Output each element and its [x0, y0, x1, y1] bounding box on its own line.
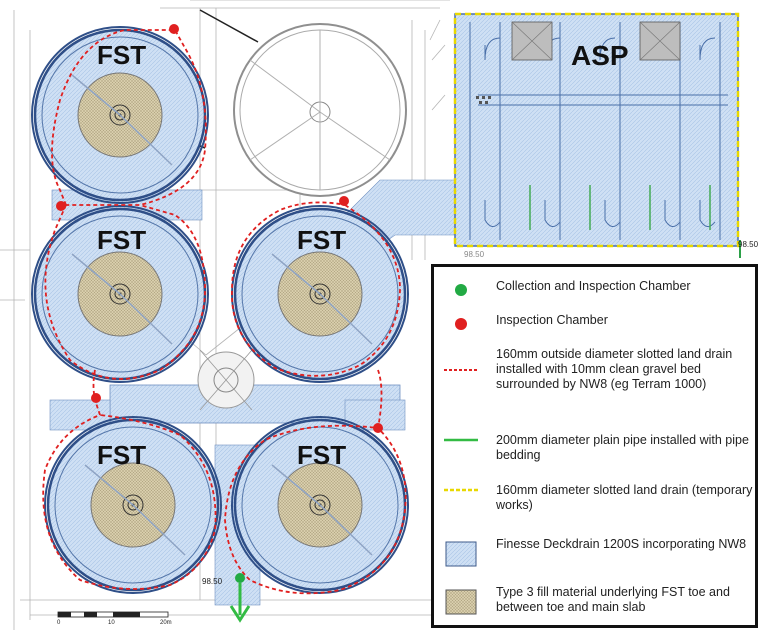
- legend-item-collection-chamber: Collection and Inspection Chamber: [434, 279, 755, 301]
- legend-label: 160mm outside diameter slotted land drai…: [496, 347, 733, 391]
- inspection-chamber-dot: [91, 393, 101, 403]
- clarifier-unhatched: [119, 9, 407, 197]
- inspection-chamber-dot: [373, 423, 383, 433]
- inspection-chamber-dot: [169, 24, 179, 34]
- fst-label-3: FST: [297, 225, 347, 255]
- fst-label-2: FST: [97, 225, 147, 255]
- legend-item-slotted-land-drain: 160mm outside diameter slotted land drai…: [434, 347, 755, 409]
- inspection-chambers: [56, 24, 383, 583]
- legend-item-inspection-chamber: Inspection Chamber: [434, 313, 755, 335]
- legend-label: 200mm diameter plain pipe installed with…: [496, 433, 749, 462]
- legend-label: Inspection Chamber: [496, 313, 608, 327]
- legend-item-deckdrain: Finesse Deckdrain 1200S incorporating NW…: [434, 537, 755, 569]
- legend: Collection and Inspection Chamber Inspec…: [431, 264, 758, 628]
- fst-tank-4: [44, 416, 222, 594]
- asp-tank: [453, 12, 741, 258]
- yellow-dashed-line-icon: [444, 488, 478, 492]
- scale-tick-0: 0: [57, 620, 61, 626]
- legend-label: Finesse Deckdrain 1200S incorporating NW…: [496, 537, 747, 551]
- fst-tank-2: [31, 205, 209, 383]
- outlet-pipe: [229, 583, 251, 623]
- legend-label: 160mm diameter slotted land drain (tempo…: [496, 483, 753, 512]
- collection-chamber-dot: [235, 573, 245, 583]
- scale-tick-20: 20m: [160, 620, 172, 626]
- fst-tank-3: [231, 205, 409, 383]
- scale-bar: [57, 611, 169, 618]
- fst-label-5: FST: [297, 440, 347, 470]
- legend-item-type3-fill: Type 3 fill material underlying FST toe …: [434, 585, 755, 617]
- level-asp-corner: 98.50: [738, 240, 759, 249]
- fst-tanks: [31, 26, 409, 594]
- blue-hatch-box-icon: [445, 541, 477, 567]
- level-outlet: 98.50: [202, 577, 223, 586]
- scale-tick-10: 10: [108, 620, 115, 626]
- red-dashed-line-icon: [444, 369, 478, 371]
- fst-label-4: FST: [97, 440, 147, 470]
- inspection-chamber-dot: [56, 201, 66, 211]
- green-line-icon: [444, 438, 478, 442]
- fst-tank-5: [231, 416, 409, 594]
- fst-tank-1: [31, 26, 209, 204]
- red-slotted-land-drain: [42, 29, 407, 595]
- tan-hatch-box-icon: [445, 589, 477, 615]
- fst-label-1: FST: [97, 40, 147, 70]
- legend-item-temporary-drain: 160mm diameter slotted land drain (tempo…: [434, 483, 755, 515]
- inspection-chamber-dot: [339, 196, 349, 206]
- legend-label: Type 3 fill material underlying FST toe …: [496, 585, 730, 614]
- red-dot-icon: [455, 318, 467, 330]
- legend-label: Collection and Inspection Chamber: [496, 279, 691, 293]
- asp-label: ASP: [571, 40, 629, 71]
- green-dot-icon: [455, 284, 467, 296]
- legend-item-plain-pipe: 200mm diameter plain pipe installed with…: [434, 433, 755, 465]
- level-asp-bottom: 98.50: [464, 250, 485, 259]
